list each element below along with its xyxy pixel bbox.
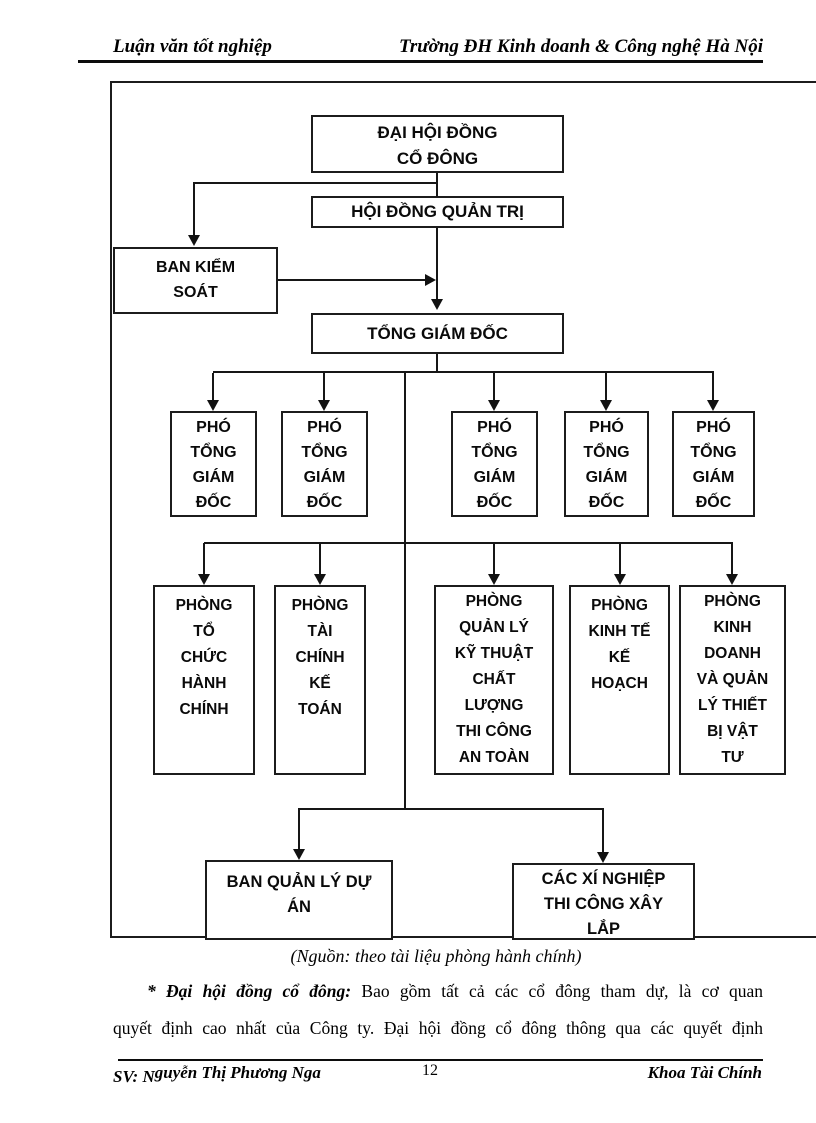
footer-rule bbox=[118, 1059, 763, 1061]
connector-line bbox=[436, 228, 438, 300]
footer-author: SV: Nguyễn Thị Phương Nga bbox=[113, 1063, 321, 1086]
connector-line bbox=[323, 373, 325, 401]
arrow-right-icon bbox=[425, 274, 436, 286]
connector-line bbox=[204, 542, 733, 544]
node-phong-kinh-doanh-vat-tu: PHÒNG KINH DOANH VÀ QUẢN LÝ THIẾT BỊ VẬT… bbox=[679, 585, 786, 775]
arrow-down-icon bbox=[597, 852, 609, 863]
arrow-down-icon bbox=[488, 574, 500, 585]
header-rule bbox=[78, 60, 763, 63]
paragraph-text: Bao gồm tất cả các cổ đông tham dự, là c… bbox=[351, 981, 764, 1001]
node-pho-tong-giam-doc: PHÓ TỔNG GIÁM ĐỐC bbox=[281, 411, 368, 517]
connector-line bbox=[319, 543, 321, 574]
connector-line bbox=[731, 543, 733, 574]
header-left-title: Luận văn tốt nghiệp bbox=[113, 36, 272, 57]
header-right-title: Trường ĐH Kinh doanh & Công nghệ Hà Nội bbox=[398, 36, 763, 57]
org-chart-frame: ĐẠI HỘI ĐỒNG CỔ ĐÔNG HỘI ĐỒNG QUẢN TRỊ B… bbox=[110, 81, 816, 940]
connector-line bbox=[298, 808, 300, 850]
connector-line bbox=[213, 371, 714, 373]
arrow-down-icon bbox=[431, 299, 443, 310]
connector-line bbox=[404, 371, 406, 809]
arrow-down-icon bbox=[188, 235, 200, 246]
arrow-down-icon bbox=[318, 400, 330, 411]
node-pho-tong-giam-doc: PHÓ TỔNG GIÁM ĐỐC bbox=[170, 411, 257, 517]
connector-line bbox=[602, 808, 604, 853]
node-phong-kinh-te-ke-hoach: PHÒNG KINH TẾ KẾ HOẠCH bbox=[569, 585, 670, 775]
node-hoi-dong-quan-tri: HỘI ĐỒNG QUẢN TRỊ bbox=[311, 196, 564, 228]
paragraph-line: quyết định cao nhất của Công ty. Đại hội… bbox=[113, 1018, 763, 1038]
arrow-down-icon bbox=[293, 849, 305, 860]
footer-author-name: guyễn Thị Phương Nga bbox=[154, 1063, 321, 1082]
connector-line bbox=[212, 373, 214, 401]
node-cac-xi-nghiep: CÁC XÍ NGHIỆP THI CÔNG XÂY LẮP bbox=[512, 863, 695, 940]
connector-line bbox=[194, 182, 438, 184]
node-pho-tong-giam-doc: PHÓ TỔNG GIÁM ĐỐC bbox=[451, 411, 538, 517]
arrow-down-icon bbox=[207, 400, 219, 411]
arrow-down-icon bbox=[707, 400, 719, 411]
connector-line bbox=[436, 173, 438, 197]
connector-line bbox=[493, 543, 495, 574]
connector-line bbox=[493, 373, 495, 401]
node-pho-tong-giam-doc: PHÓ TỔNG GIÁM ĐỐC bbox=[564, 411, 649, 517]
arrow-down-icon bbox=[488, 400, 500, 411]
arrow-down-icon bbox=[614, 574, 626, 585]
connector-line bbox=[193, 182, 195, 236]
paragraph-line: * Đại hội đồng cổ đông: Bao gồm tất cả c… bbox=[113, 981, 763, 1002]
connector-line bbox=[203, 543, 205, 574]
connector-line bbox=[712, 373, 714, 401]
node-pho-tong-giam-doc: PHÓ TỔNG GIÁM ĐỐC bbox=[672, 411, 755, 517]
connector-line bbox=[619, 543, 621, 574]
node-phong-quan-ly-ky-thuat: PHÒNG QUẢN LÝ KỸ THUẬT CHẤT LƯỢNG THI CÔ… bbox=[434, 585, 554, 775]
chart-source-caption: (Nguồn: theo tài liệu phòng hành chính) bbox=[290, 946, 582, 966]
page-number: 12 bbox=[422, 1062, 438, 1079]
node-tong-giam-doc: TỔNG GIÁM ĐỐC bbox=[311, 313, 564, 354]
node-phong-tai-chinh-ke-toan: PHÒNG TÀI CHÍNH KẾ TOÁN bbox=[274, 585, 366, 775]
paragraph-lead: * Đại hội đồng cổ đông: bbox=[147, 981, 352, 1001]
connector-line bbox=[605, 373, 607, 401]
node-phong-to-chuc-hanh-chinh: PHÒNG TỔ CHỨC HÀNH CHÍNH bbox=[153, 585, 255, 775]
connector-line bbox=[436, 354, 438, 372]
arrow-down-icon bbox=[198, 574, 210, 585]
connector-line bbox=[299, 808, 604, 810]
footer-author-prefix: SV: N bbox=[113, 1067, 155, 1086]
connector-line bbox=[278, 279, 426, 281]
node-ban-quan-ly-du-an: BAN QUẢN LÝ DỰ ÁN bbox=[205, 860, 393, 940]
arrow-down-icon bbox=[314, 574, 326, 585]
footer-faculty: Khoa Tài Chính bbox=[647, 1063, 762, 1082]
node-dai-hoi-dong-co-dong: ĐẠI HỘI ĐỒNG CỔ ĐÔNG bbox=[311, 115, 564, 173]
node-ban-kiem-soat: BAN KIỂM SOÁT bbox=[113, 247, 278, 314]
arrow-down-icon bbox=[600, 400, 612, 411]
arrow-down-icon bbox=[726, 574, 738, 585]
